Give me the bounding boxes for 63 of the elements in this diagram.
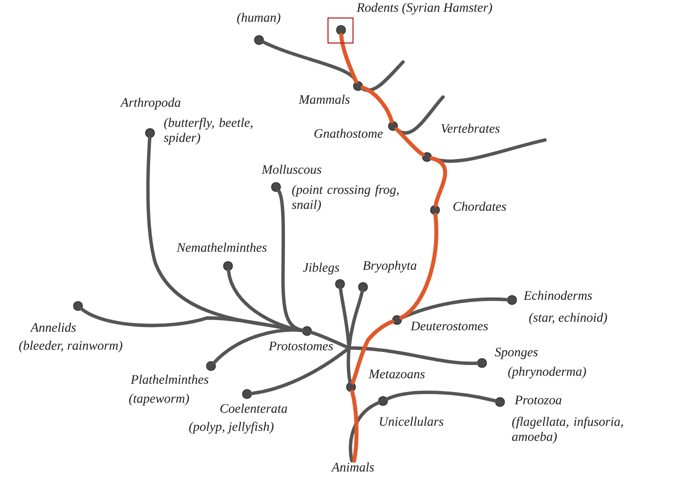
taxon-label: Annelids xyxy=(30,322,76,332)
branch-dot xyxy=(302,326,312,336)
branch-dot xyxy=(353,81,363,91)
taxon-label: Arthropoda xyxy=(120,98,180,110)
branch-dot xyxy=(477,358,487,368)
taxon-label: Molluscous xyxy=(262,164,322,174)
examples-note: (point crossing frog, snail) xyxy=(292,184,399,212)
taxon-label: Deuterostomes xyxy=(410,322,488,330)
branch-dot xyxy=(223,261,233,271)
taxon-label: Bryophyta xyxy=(362,260,416,273)
taxon-label: Chordates xyxy=(453,202,506,211)
taxon-label: Protozoa xyxy=(514,396,562,404)
branch-line xyxy=(277,189,304,332)
branch-dot xyxy=(392,315,402,325)
taxon-label: (human) xyxy=(237,12,280,24)
branch-dot xyxy=(378,396,388,406)
examples-note: (star, echinoid) xyxy=(529,312,608,324)
branch-dot xyxy=(346,382,356,392)
taxon-label: Echinoderms xyxy=(524,290,592,300)
branch-line xyxy=(348,401,380,462)
branch-dot xyxy=(254,35,264,45)
examples-note: (tapeworm) xyxy=(129,394,189,406)
taxon-label: Nemathelminthes xyxy=(176,242,267,252)
examples-note: (polyp, jellyfish) xyxy=(189,422,274,434)
branch-dot xyxy=(388,121,398,131)
taxon-label: Gnathostome xyxy=(314,128,383,138)
branch-dot xyxy=(336,25,346,35)
branch-line xyxy=(350,320,394,384)
taxon-label: Mammals xyxy=(298,94,350,104)
examples-note: (butterfly, beetle, spider) xyxy=(164,118,252,145)
branch-dot xyxy=(145,128,155,138)
branch-dot xyxy=(507,295,517,305)
taxon-label: Rodents (Syrian Hamster) xyxy=(356,2,492,15)
examples-note: (flagellata, infusoria, amoeba) xyxy=(512,416,623,444)
branch-line xyxy=(350,390,359,463)
branch-line xyxy=(399,212,438,320)
taxon-label: Unicellulars xyxy=(380,416,444,426)
examples-note: (bleeder, rainworm) xyxy=(19,340,122,352)
branch-dot xyxy=(73,301,83,311)
taxon-label: Sponges xyxy=(494,348,538,360)
branch-dot xyxy=(422,152,432,162)
branch-line xyxy=(360,60,405,92)
taxon-label: Coelenterata xyxy=(220,404,288,413)
branch-line xyxy=(400,297,509,320)
branch-line xyxy=(386,390,497,402)
examples-note: (phrynoderma) xyxy=(508,366,586,379)
branch-dot xyxy=(495,397,505,407)
branch-line xyxy=(430,156,448,208)
taxon-label: Vertebrates xyxy=(441,124,500,133)
taxon-label: Metazoans xyxy=(368,370,425,378)
taxon-label: Protostomes xyxy=(268,342,333,350)
branch-line xyxy=(360,86,394,124)
branch-dot xyxy=(271,182,281,192)
branch-dot xyxy=(335,279,345,289)
branch-line xyxy=(212,328,304,364)
branch-dot xyxy=(242,389,252,399)
taxon-label: Jiblegs xyxy=(302,262,340,274)
taxon-label: Plathelminthes xyxy=(130,374,208,384)
branch-dot xyxy=(206,361,216,371)
branch-dot xyxy=(430,205,440,215)
taxon-label: Animals xyxy=(331,462,374,472)
branch-line xyxy=(394,127,425,157)
branch-dot xyxy=(358,282,368,292)
